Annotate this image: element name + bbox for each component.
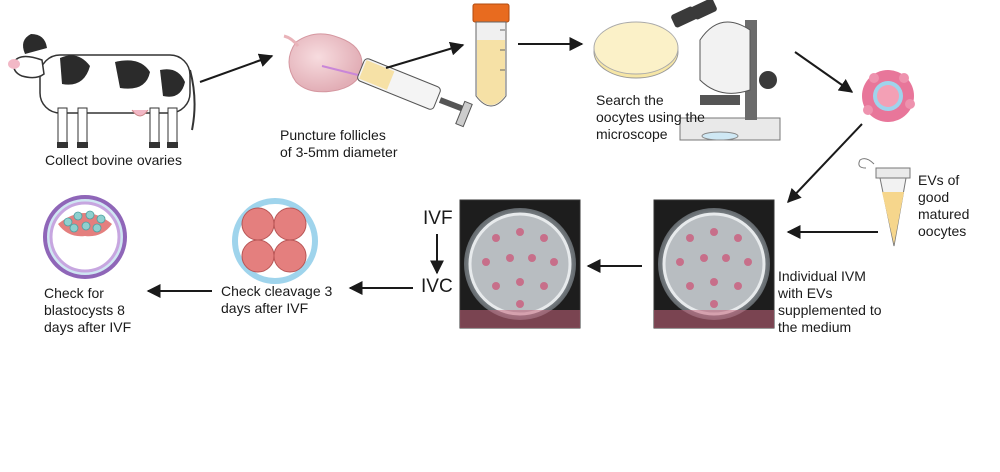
label-ivm: Individual IVM with EVs supplemented to …	[778, 268, 882, 335]
arrow-cow-to-ovary	[199, 53, 274, 83]
label-evs: EVs of good matured oocytes	[918, 172, 970, 239]
matured-oocyte-icon	[862, 70, 915, 122]
label-ivf: IVF	[423, 208, 453, 229]
petri-dish-icon	[593, 21, 679, 79]
label-blastocyst: Check for blastocysts 8 days after IVF	[44, 285, 132, 335]
cleaved-embryo-icon	[232, 198, 318, 284]
ivm-dish-photo	[653, 199, 775, 329]
collection-tube-icon	[472, 3, 510, 107]
label-search: Search the oocytes using the microscope	[596, 92, 705, 142]
label-ivc: IVC	[421, 276, 453, 297]
ev-tube-icon	[858, 158, 911, 247]
blastocyst-icon	[43, 195, 127, 279]
label-cleavage: Check cleavage 3 days after IVF	[221, 283, 333, 316]
arrow-syringe-to-tube	[385, 41, 465, 69]
arrow-microscope-to-oocyte	[794, 51, 854, 93]
label-collect: Collect bovine ovaries	[45, 152, 182, 168]
flow-arrows	[146, 37, 878, 298]
syringe-icon	[321, 58, 473, 128]
label-puncture: Puncture follicles of 3-5mm diameter	[280, 127, 398, 160]
cow-icon	[8, 34, 196, 148]
ovary-icon	[283, 33, 363, 93]
microscope-icon	[671, 0, 781, 141]
ivf-ivc-dish-photo	[459, 199, 581, 329]
arrow-oocyte-to-ivm	[787, 123, 863, 204]
